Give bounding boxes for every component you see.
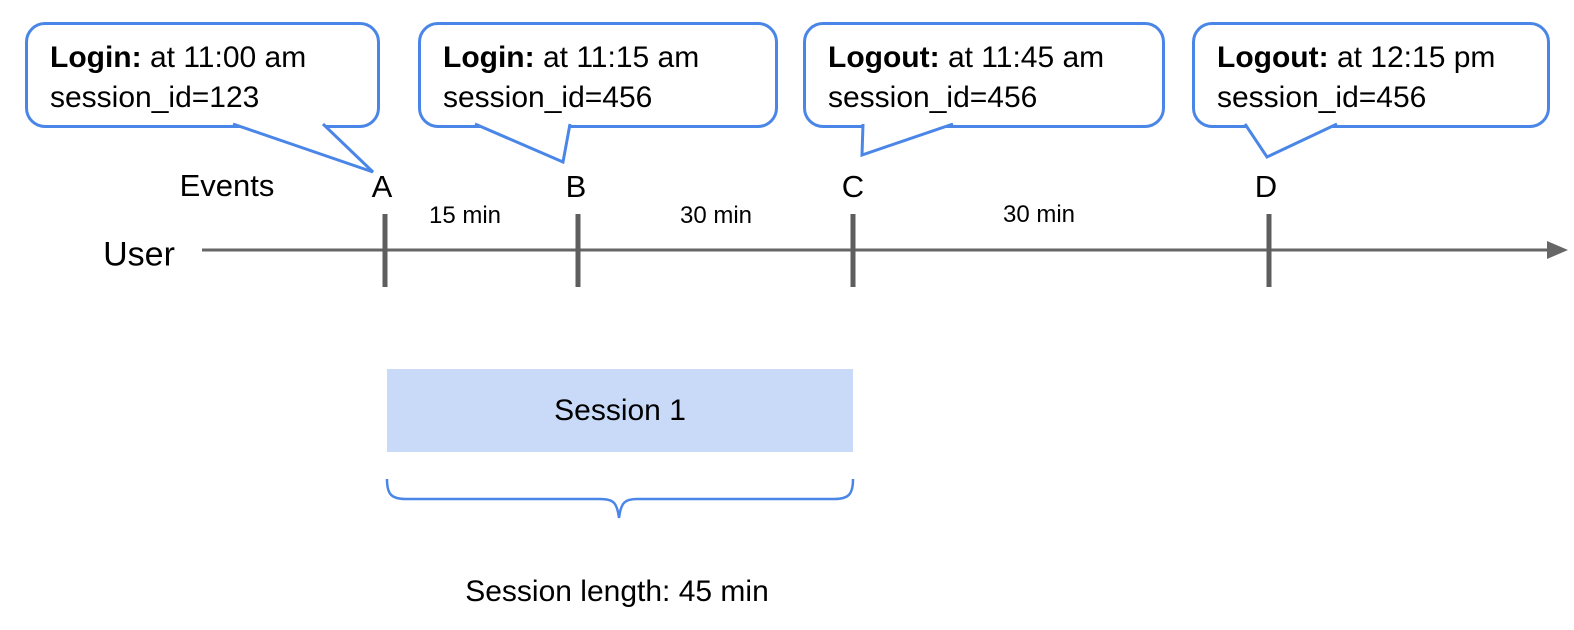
bubble-a-text: Login: at 11:00 am session_id=123 (28, 25, 377, 118)
events-label: Events (179, 168, 275, 203)
bubble-a-session-id: session_id=123 (50, 81, 260, 114)
event-letter-b: B (565, 169, 587, 204)
interval-label-cd: 30 min (1002, 201, 1076, 228)
event-bubble-c: Logout: at 11:45 am session_id=456 (803, 22, 1165, 128)
event-bubble-b: Login: at 11:15 am session_id=456 (418, 22, 778, 128)
bubble-b-session-id: session_id=456 (443, 81, 653, 114)
session-box: Session 1 (387, 369, 853, 452)
bubble-b-text: Login: at 11:15 am session_id=456 (421, 25, 775, 118)
event-bubble-a: Login: at 11:00 am session_id=123 (25, 22, 380, 128)
interval-label-ab: 15 min (428, 202, 502, 229)
timeline-arrowhead-icon (1547, 241, 1568, 259)
user-label: User (103, 235, 175, 274)
session-brace (385, 478, 855, 519)
event-letter-c: C (841, 169, 865, 204)
bubble-d-text: Logout: at 12:15 pm session_id=456 (1195, 25, 1547, 118)
bubble-a-tail-icon (232, 122, 375, 174)
bubble-a-event-type: Login: (50, 41, 142, 74)
bubble-c-text: Logout: at 11:45 am session_id=456 (806, 25, 1162, 118)
bubble-b-tail-icon (474, 122, 572, 165)
session-length-caption: Session length: 45 min (465, 575, 769, 608)
bubble-d-tail-icon (1243, 122, 1338, 159)
event-letter-d: D (1254, 169, 1278, 204)
bubble-b-event-type: Login: (443, 41, 535, 74)
session-box-label: Session 1 (554, 393, 686, 427)
bubble-b-event-time: at 11:15 am (542, 41, 700, 74)
bubble-c-tail-icon (860, 122, 954, 158)
interval-label-bc: 30 min (679, 202, 753, 229)
bubble-c-event-time: at 11:45 am (947, 41, 1105, 74)
event-bubble-d: Logout: at 12:15 pm session_id=456 (1192, 22, 1550, 128)
event-letter-a: A (371, 169, 393, 204)
bubble-d-session-id: session_id=456 (1217, 81, 1427, 114)
bubble-c-event-type: Logout: (828, 41, 940, 74)
bubble-a-event-time: at 11:00 am (149, 41, 307, 74)
bubble-d-event-type: Logout: (1217, 41, 1329, 74)
bubble-d-event-time: at 12:15 pm (1336, 41, 1496, 74)
bubble-c-session-id: session_id=456 (828, 81, 1038, 114)
